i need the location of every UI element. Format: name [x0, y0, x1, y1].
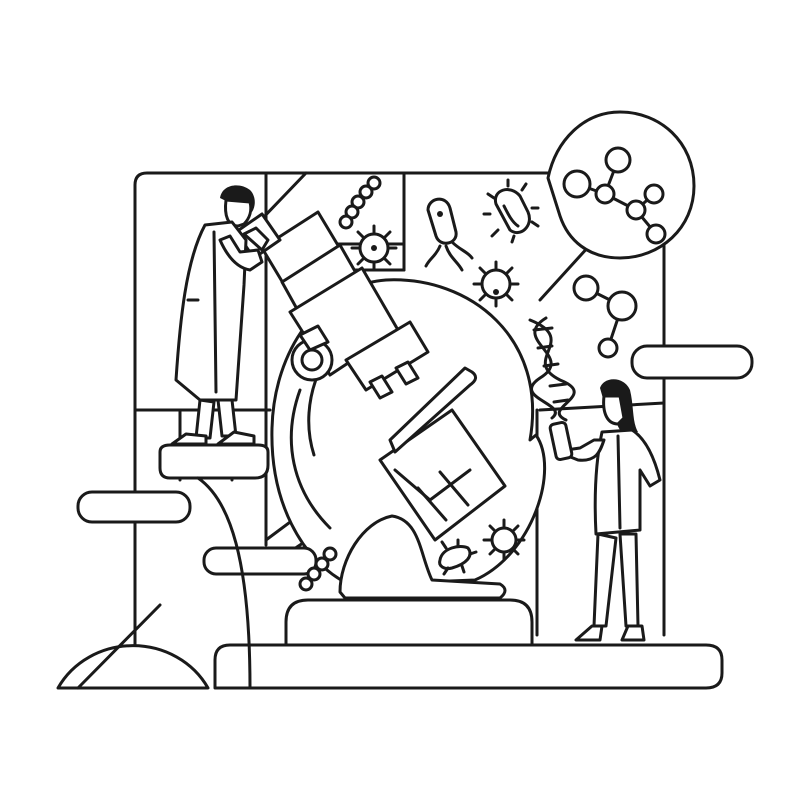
molecule-bubble: [546, 110, 696, 260]
dna-helix-icon: [528, 316, 576, 422]
chain-bacteria-icon: [338, 175, 382, 230]
chain-bacteria-icon: [298, 546, 338, 592]
female-scientist: [548, 379, 662, 642]
microscope: [234, 210, 546, 652]
bacterium-icon: [438, 538, 478, 576]
virus-icon: [350, 224, 398, 272]
floor-platforms: [76, 344, 754, 690]
virus-icon: [482, 518, 526, 562]
virus-icon: [472, 260, 520, 308]
amoeba-icon: [482, 178, 540, 244]
molecule-icon: [562, 146, 667, 245]
floating-pill-mid: [202, 546, 318, 576]
floating-pill-right: [630, 344, 754, 380]
molecule-small-icon: [572, 274, 638, 359]
quarter-circle-shape: [56, 603, 210, 690]
smartphone: [548, 420, 574, 462]
floating-pill-left: [76, 490, 192, 524]
bacillus-icon: [424, 197, 474, 272]
male-scientist: [170, 185, 270, 446]
